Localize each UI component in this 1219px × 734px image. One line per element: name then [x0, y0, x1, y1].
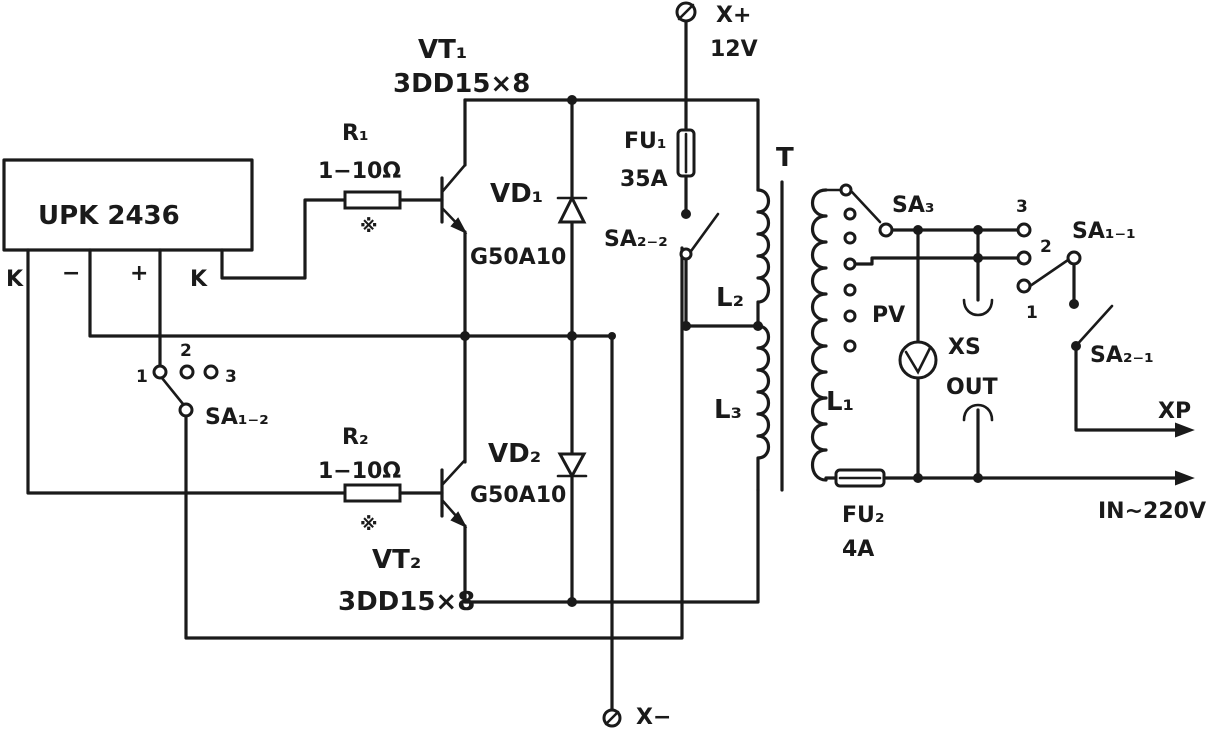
transistor-vt1	[440, 163, 468, 235]
r2-star: ※	[360, 514, 378, 535]
out-label: OUT	[946, 375, 998, 400]
ic-pin-plus: +	[130, 261, 148, 286]
sa1-1-pos2: 2	[1040, 237, 1052, 257]
x-plus-label: X+	[716, 3, 751, 28]
sa2-2-label: SA₂₋₂	[604, 227, 668, 252]
sa1-2-pos2: 2	[180, 341, 192, 361]
fu1-label: FU₁	[624, 129, 667, 154]
xs-label: XS	[948, 335, 981, 360]
vt2-label: VT₂	[372, 545, 421, 575]
switch-sa1-1	[1016, 222, 1082, 309]
r1-star: ※	[360, 216, 378, 237]
ic-label: UPK 2436	[38, 201, 180, 231]
diode-vd2	[556, 452, 588, 480]
diode-vd1	[556, 194, 588, 224]
resistor-r2	[343, 483, 402, 503]
ic-wiring	[26, 198, 614, 722]
vd2-type: G50A10	[470, 483, 566, 508]
vd1-label: VD₁	[490, 179, 543, 209]
ic-upk2436	[2, 158, 254, 252]
v12-label: 12V	[710, 37, 758, 62]
fu2-value: 4A	[842, 537, 874, 562]
vt1-type: 3DD15×8	[393, 69, 530, 99]
switch-sa2-2	[679, 212, 720, 261]
vt2-type: 3DD15×8	[338, 587, 475, 617]
l1-label: L₁	[826, 387, 854, 417]
xp-label: XP	[1158, 399, 1191, 424]
sa1-2-pos3: 3	[225, 367, 237, 387]
sa1-1-label: SA₁₋₁	[1072, 219, 1136, 244]
in-220-label: IN~220V	[1098, 499, 1206, 524]
transformer-t	[756, 180, 838, 492]
x-minus-label: X−	[636, 705, 671, 730]
switch-sa2-1	[1071, 304, 1195, 438]
transistor-vt2	[440, 458, 468, 529]
main-wiring	[463, 18, 760, 604]
r1-label: R₁	[342, 121, 369, 146]
r2-value: 1−10Ω	[318, 459, 401, 484]
ic-pin-k-left: K	[6, 267, 24, 292]
switch-sa3	[824, 183, 894, 353]
sa2-1-label: SA₂₋₁	[1090, 343, 1154, 368]
voltmeter-pv	[898, 228, 938, 480]
terminal-x-minus	[602, 708, 622, 728]
ic-pin-minus: −	[62, 261, 80, 286]
l2-label: L₂	[716, 283, 744, 313]
sa3-label: SA₃	[892, 193, 935, 218]
r2-label: R₂	[342, 425, 369, 450]
pv-label: PV	[872, 303, 905, 328]
resistor-r1	[343, 190, 402, 210]
fu1-value: 35A	[620, 167, 668, 192]
switch-sa1-2	[152, 246, 684, 640]
sa1-2-label: SA₁₋₂	[205, 405, 269, 430]
sa1-1-pos3: 3	[1016, 197, 1028, 217]
ic-pin-k-right: K	[190, 267, 208, 292]
transformer-label: T	[776, 143, 794, 173]
vd1-type: G50A10	[470, 245, 566, 270]
vd2-label: VD₂	[488, 439, 541, 469]
l3-label: L₃	[714, 395, 742, 425]
sa1-2-pos1: 1	[136, 367, 148, 387]
tap-wire	[854, 256, 1020, 266]
terminal-x-plus	[675, 1, 697, 23]
fu2-label: FU₂	[842, 503, 885, 528]
vt1-label: VT₁	[418, 35, 467, 65]
r1-value: 1−10Ω	[318, 159, 401, 184]
sa1-1-pos1: 1	[1026, 303, 1038, 323]
socket-xs	[962, 228, 994, 480]
